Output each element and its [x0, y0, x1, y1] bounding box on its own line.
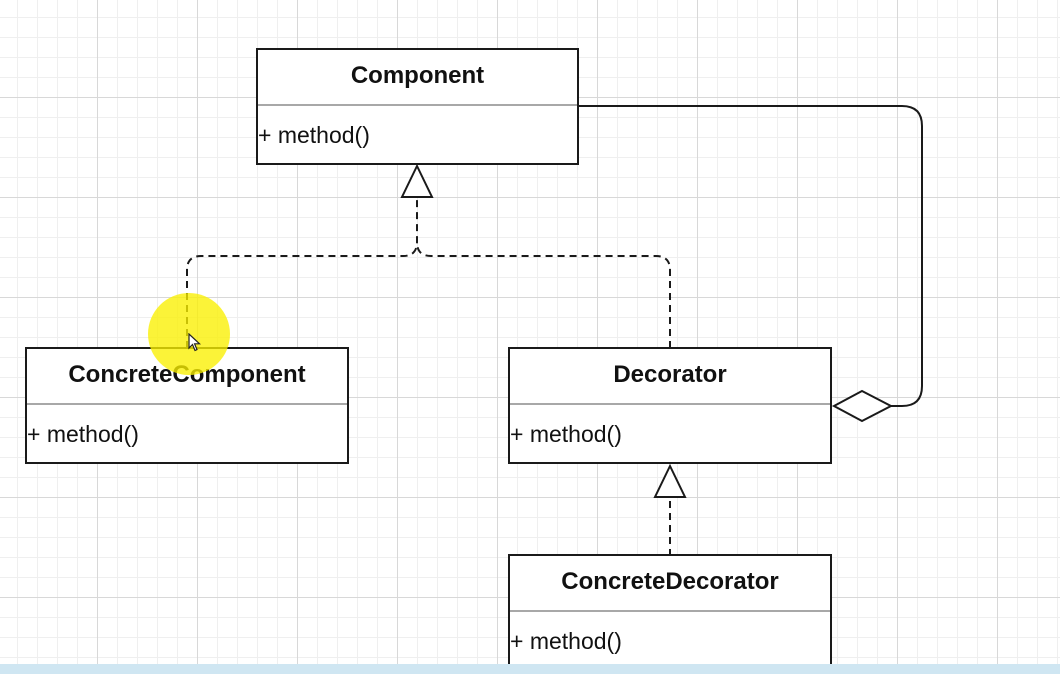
class-method: + method(): [510, 421, 622, 447]
class-method: + method(): [510, 628, 622, 654]
class-method: + method(): [27, 421, 139, 447]
class-name: ConcreteDecorator: [510, 556, 830, 612]
bottom-band: [0, 664, 1060, 674]
realization-arrowhead-component: [400, 163, 434, 198]
class-component[interactable]: Component + method(): [256, 48, 579, 165]
class-name: Decorator: [510, 349, 830, 405]
aggregation-diamond: [831, 389, 894, 423]
realization-arrowhead-decorator: [653, 463, 687, 498]
realization-line-decorator[interactable]: [416, 241, 671, 348]
class-concrete-decorator[interactable]: ConcreteDecorator + method(): [508, 554, 832, 674]
class-method: + method(): [258, 122, 370, 148]
mouse-pointer-icon: [188, 333, 202, 352]
aggregation-line[interactable]: [578, 105, 923, 407]
class-concrete-component[interactable]: ConcreteComponent + method(): [25, 347, 349, 464]
class-name: Component: [258, 50, 577, 106]
class-decorator[interactable]: Decorator + method(): [508, 347, 832, 464]
